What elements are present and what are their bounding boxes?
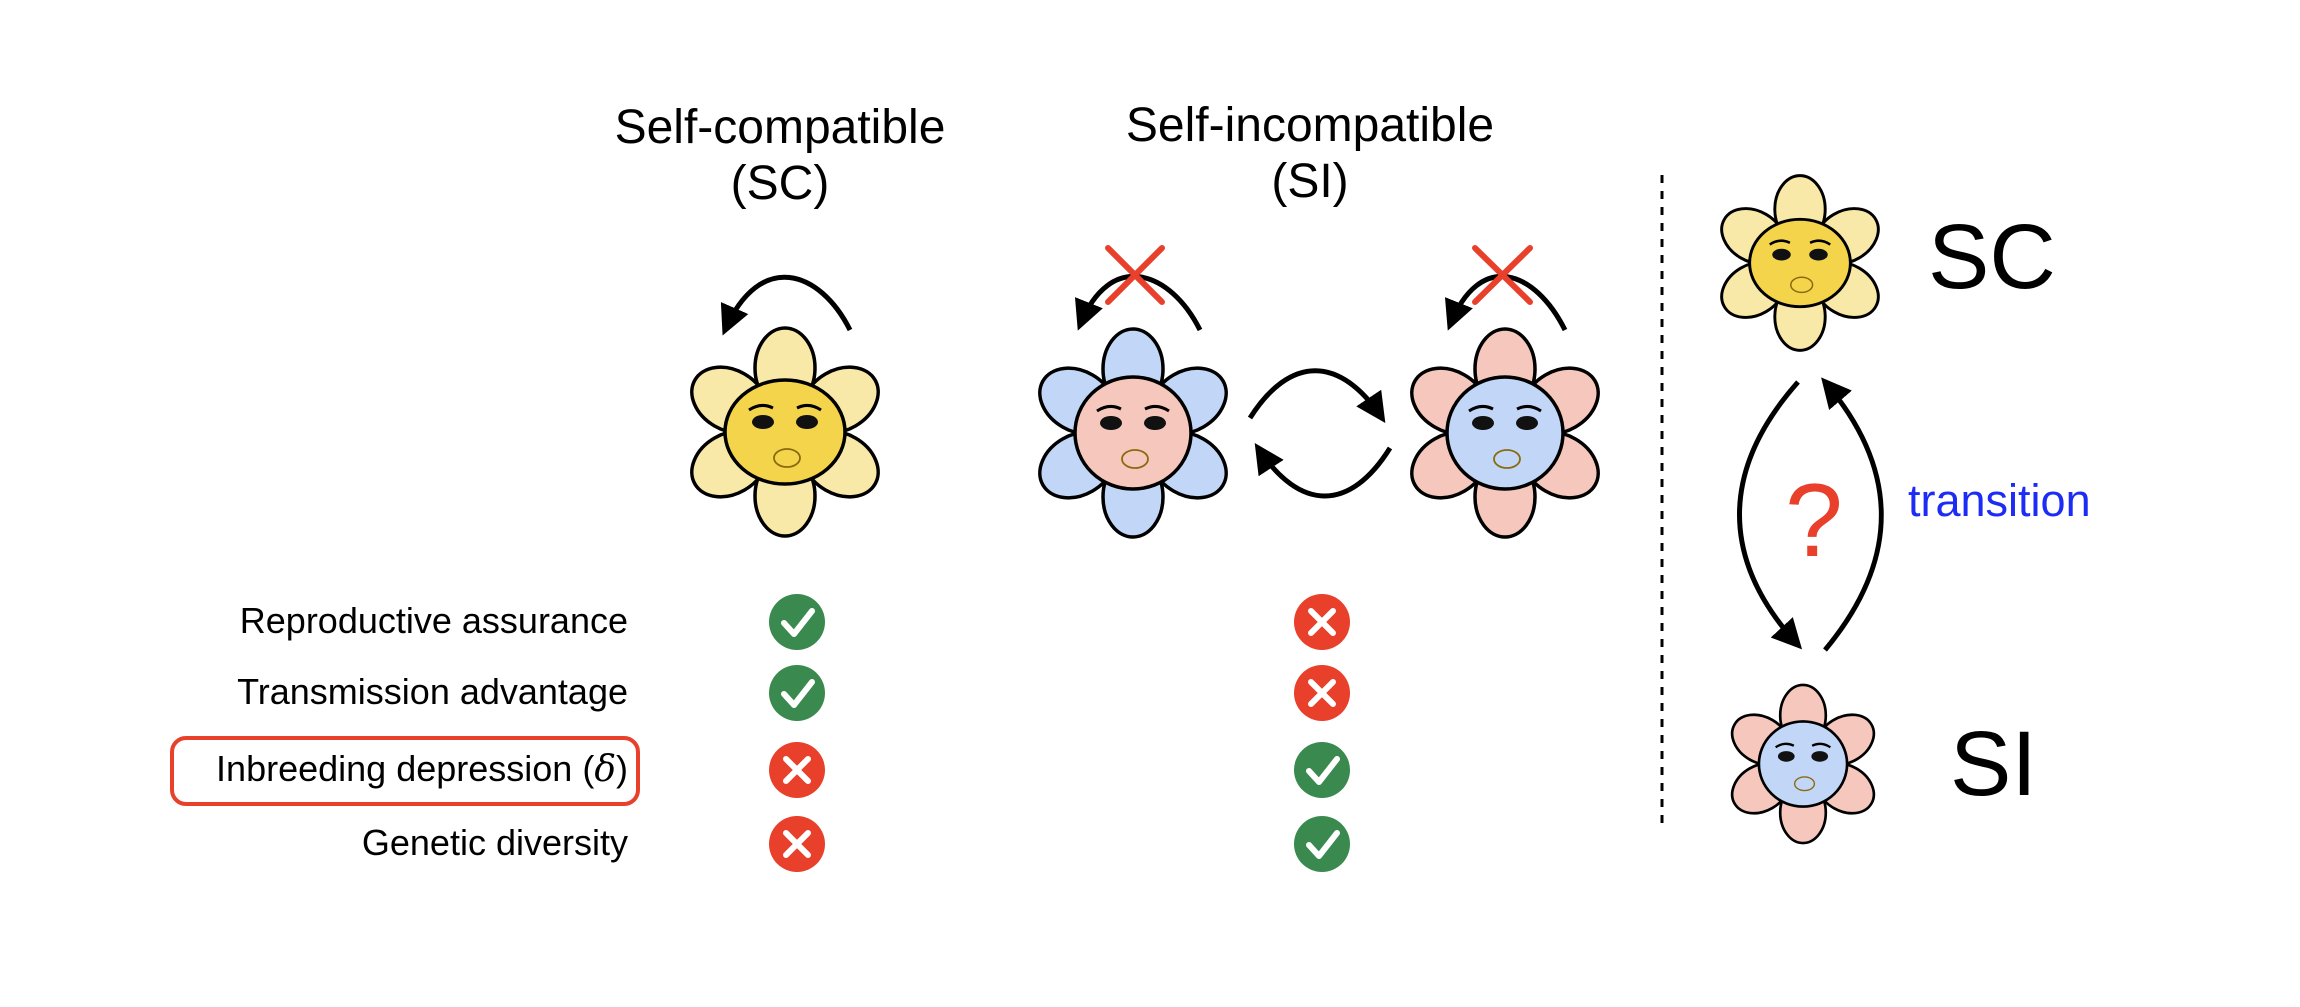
si-1-blocked-cross [1105,245,1165,305]
trait-label-reproductive-assurance: Reproductive assurance [239,600,628,641]
trait-label-inbreeding-text: Inbreeding depression [216,748,573,789]
trait-label-genetic-diversity: Genetic diversity [361,822,628,863]
sc-self-pollination-arrow [720,274,853,336]
si-header: Self-incompatible (SI) [1085,98,1535,210]
sc-flower [678,326,892,538]
si-row1-cross-icon [1294,594,1350,650]
right-si-label: SI [1950,713,2037,815]
si-header-line2: (SI) [1271,155,1349,208]
sc-row3-cross-icon [769,742,825,798]
si-row4-check-icon [1294,816,1350,872]
sc-header: Self-compatible (SC) [560,100,1000,212]
question-mark: ? [1785,463,1843,579]
sc-row2-check-icon [769,665,825,721]
si-row2-cross-icon [1294,665,1350,721]
right-sc-flower [1710,174,1890,352]
right-si-flower [1721,683,1885,845]
si-row3-check-icon [1294,742,1350,798]
si-1-self-pollination-arrow [1075,273,1203,332]
right-sc-label: SC [1928,206,2056,308]
si-flower-1 [1026,327,1240,539]
trait-label-inbreeding-depression: Inbreeding depression (δ) [216,748,628,790]
sc-to-si-arrow [1737,380,1803,650]
cross-pollination-arrow-bottom [1254,442,1393,499]
si-header-line1: Self-incompatible [1125,99,1495,152]
sc-row4-cross-icon [769,816,825,872]
si-flower-2 [1398,327,1612,539]
transition-label: transition [1908,475,2091,526]
sc-row1-check-icon [769,594,825,650]
cross-pollination-arrow-top [1247,368,1386,423]
si-2-self-pollination-arrow [1445,273,1568,332]
sc-header-line2: (SC) [730,157,830,210]
highlight-box [170,736,640,806]
sc-header-line1: Self-compatible [614,101,946,154]
trait-label-transmission-advantage: Transmission advantage [237,671,628,712]
si-2-blocked-cross [1472,245,1533,305]
si-to-sc-arrow [1821,377,1884,652]
delta-symbol: δ [594,749,616,790]
